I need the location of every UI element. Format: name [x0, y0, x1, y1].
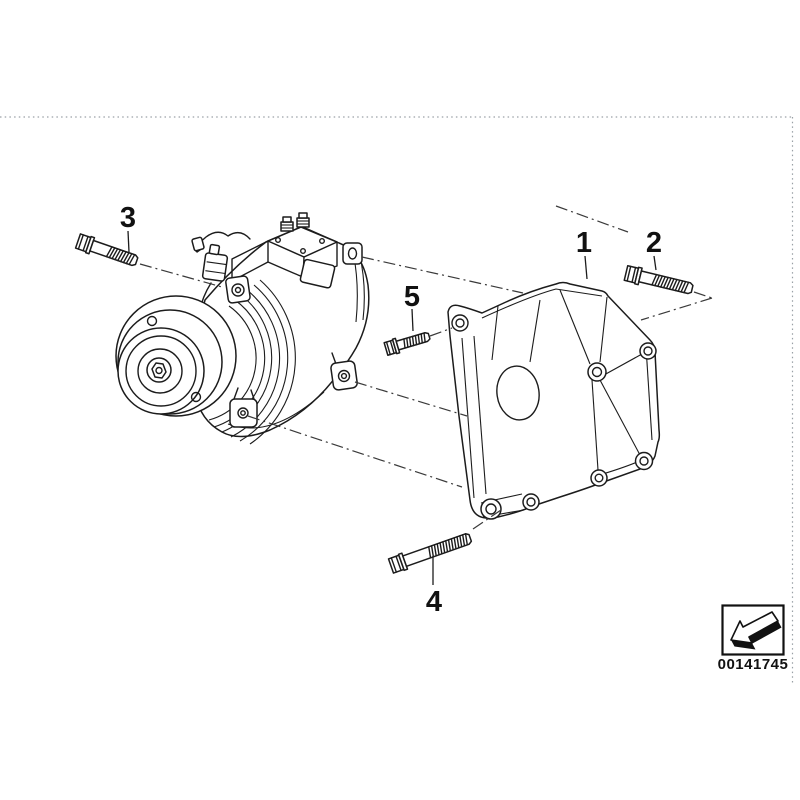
port-fittings	[280, 212, 310, 232]
arrow-down-left-icon	[730, 611, 782, 650]
callout-4-label[interactable]: 4	[426, 586, 442, 618]
image-stamp: 00141745	[718, 604, 789, 673]
bolt-5-drawing	[383, 332, 431, 356]
callout-1-label[interactable]: 1	[576, 227, 592, 259]
compressor-drawing	[115, 212, 370, 445]
bolt-3-drawing	[74, 233, 139, 267]
callout-2-label[interactable]: 2	[646, 227, 662, 259]
stamp-code: 00141745	[718, 656, 789, 673]
compressor-lug-rear	[330, 352, 358, 391]
clutch-pulley	[115, 295, 237, 417]
leader-lines	[139, 205, 713, 530]
bolt-2-drawing	[623, 264, 694, 295]
callout-5[interactable]: 5	[404, 281, 420, 332]
callout-3-label[interactable]: 3	[120, 202, 136, 234]
callout-3[interactable]: 3	[120, 202, 136, 253]
callout-4[interactable]: 4	[426, 556, 442, 618]
bolt-4-drawing	[387, 533, 473, 574]
hose-clamp-detail	[191, 231, 251, 341]
compressor-foot-front	[229, 387, 258, 428]
compressor-label-plate	[299, 258, 336, 289]
callout-5-label[interactable]: 5	[404, 281, 420, 313]
compressor-ear-right	[342, 242, 363, 265]
callout-1[interactable]: 1	[576, 227, 592, 280]
callout-2[interactable]: 2	[646, 227, 662, 271]
frame-dotted-border	[0, 116, 794, 684]
bracket-drawing	[447, 281, 661, 520]
